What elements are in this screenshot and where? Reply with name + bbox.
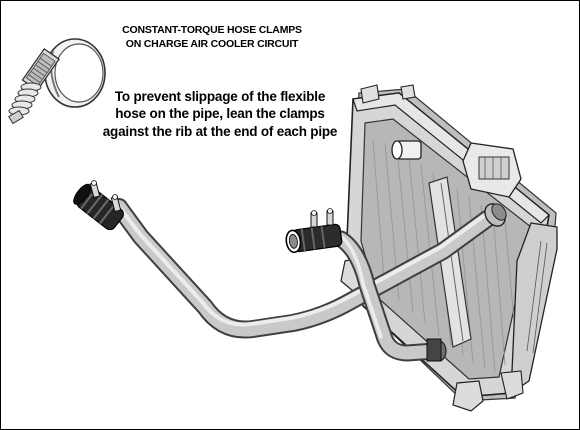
flexible-hose-middle [285, 208, 343, 254]
flexible-hose-left [73, 180, 124, 231]
note-line-1: To prevent slippage of the flexible [114, 89, 326, 104]
charge-air-pipe-short [332, 230, 447, 362]
hose-clamp-icon [8, 38, 106, 125]
note-line-3: against the rib at the end of each pipe [102, 123, 338, 139]
title-line-2: ON CHARGE AIR COOLER CIRCUIT [125, 38, 299, 51]
instruction-note: To prevent slippage of the flexible hose… [79, 88, 361, 140]
note-line-2: hose on the pipe, lean the clamps [115, 106, 325, 122]
charge-air-pipe-long [110, 198, 507, 339]
diagram-title: CONSTANT-TORQUE HOSE CLAMPS ON CHARGE AI… [97, 23, 327, 51]
title-line-1: CONSTANT-TORQUE HOSE CLAMPS [122, 24, 302, 36]
